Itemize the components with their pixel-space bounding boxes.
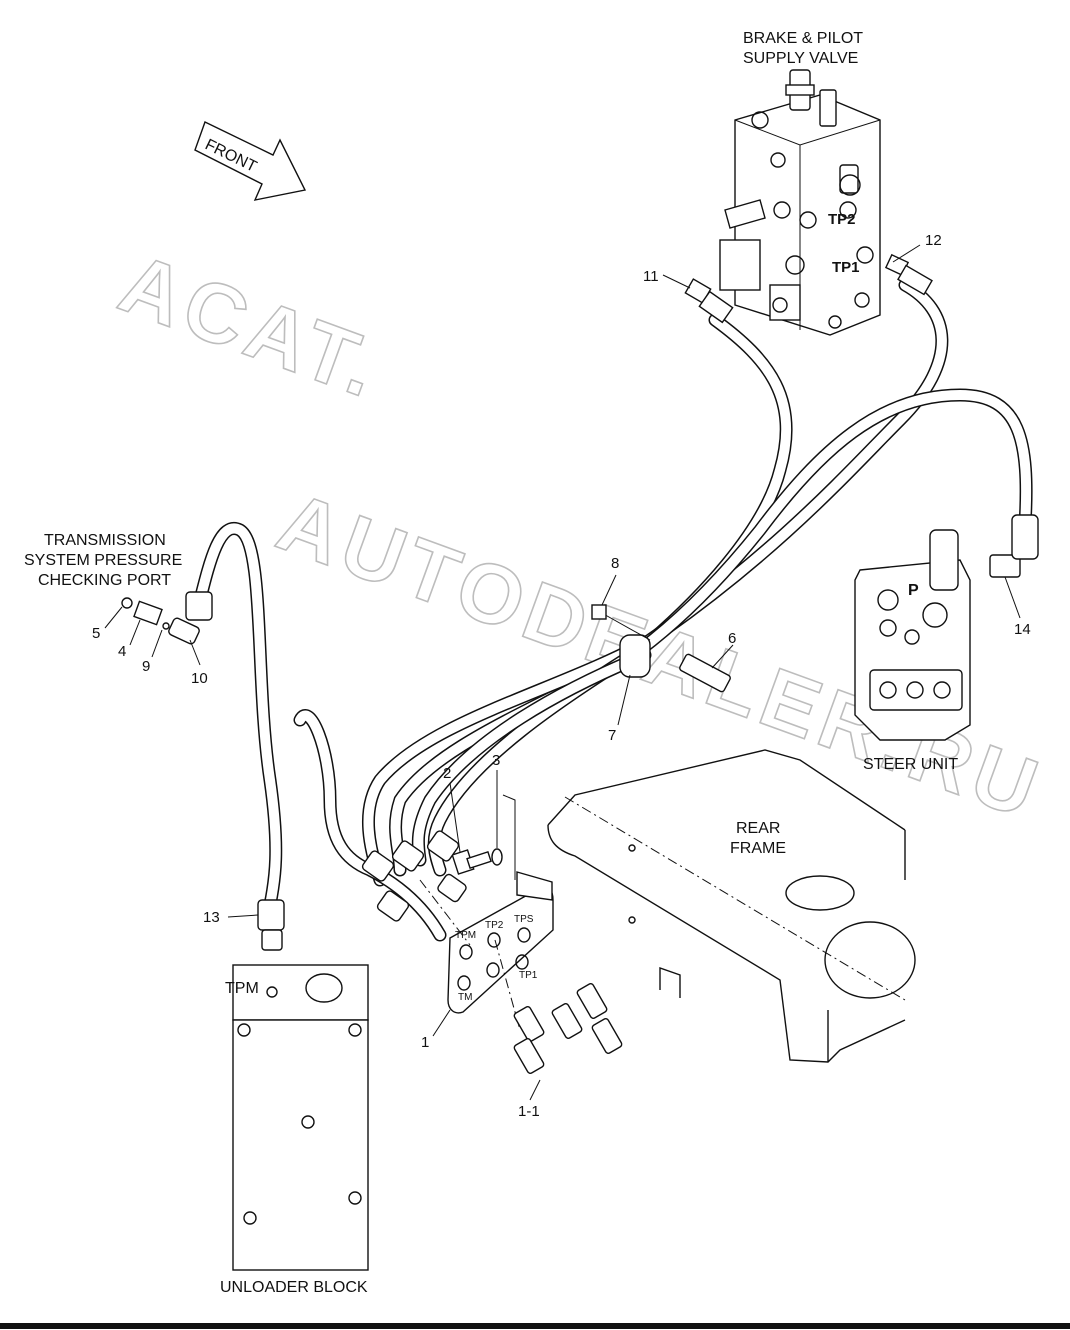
hose-clamp [591,604,731,693]
callout-11: 11 [643,268,659,285]
callout-1: 1 [421,1034,429,1051]
front-arrow: FRONT [194,121,307,201]
plate-mark-tp1: TP1 [519,970,538,981]
callout-3: 3 [492,752,500,769]
callout-1-1: 1-1 [518,1103,540,1120]
brake-pilot-supply-valve: TP2 TP1 BRAKE & PILOT SUPPLY VALVE [719,30,881,336]
callout-2: 2 [443,765,451,782]
rear-frame: REAR FRAME [547,749,916,1063]
callout-7: 7 [608,727,616,744]
test-couplers [513,983,623,1074]
rear-frame-label-1: REAR [736,820,780,837]
callout-13: 13 [203,909,220,926]
steer-p-mark: P [908,582,919,599]
trans-label-2: SYSTEM PRESSURE [24,552,182,569]
unloader-block: TPM UNLOADER BLOCK [220,899,369,1296]
trans-label-3: CHECKING PORT [38,572,171,589]
valve-tp2-mark: TP2 [828,211,856,228]
bracket-fittings [361,830,467,922]
unloader-block-label: UNLOADER BLOCK [220,1279,368,1296]
valve-tp1-mark: TP1 [832,259,860,276]
steer-unit: P STEER UNIT [854,514,1039,773]
leader-lines [104,244,1021,1101]
brake-valve-label-1: BRAKE & PILOT [743,30,863,47]
brake-valve-label-2: SUPPLY VALVE [743,50,858,67]
checking-port-parts: TRANSMISSION SYSTEM PRESSURE CHECKING PO… [24,532,213,645]
callout-9: 9 [142,658,150,675]
callout-6: 6 [728,630,736,647]
callout-14: 14 [1014,621,1031,638]
steer-unit-label: STEER UNIT [863,756,958,773]
rear-frame-label-2: FRAME [730,840,786,857]
callouts: 11 12 5 4 9 10 8 6 7 14 2 3 13 1 1-1 [92,232,1031,1120]
valve-fittings [684,253,933,324]
callout-12: 12 [925,232,942,249]
callout-5: 5 [92,625,100,642]
callout-10: 10 [191,670,208,687]
callout-4: 4 [118,643,126,660]
trans-label-1: TRANSMISSION [44,532,166,549]
tpm-port-label: TPM [225,980,259,997]
plate-mark-tp2: TP2 [485,920,504,931]
plate-mark-tps: TPS [514,914,534,925]
watermark-line1: ACAT. [108,235,395,416]
watermark: ACAT. AUTODEALER.RU [108,235,1056,838]
bolt-and-washer [451,794,516,880]
plate-mark-tpm: TPM [455,930,476,941]
plate-mark-tm: TM [458,992,472,1003]
callout-8: 8 [611,555,619,572]
bracket-plate: TPM TP2 TPS TM TP1 [419,871,554,1031]
